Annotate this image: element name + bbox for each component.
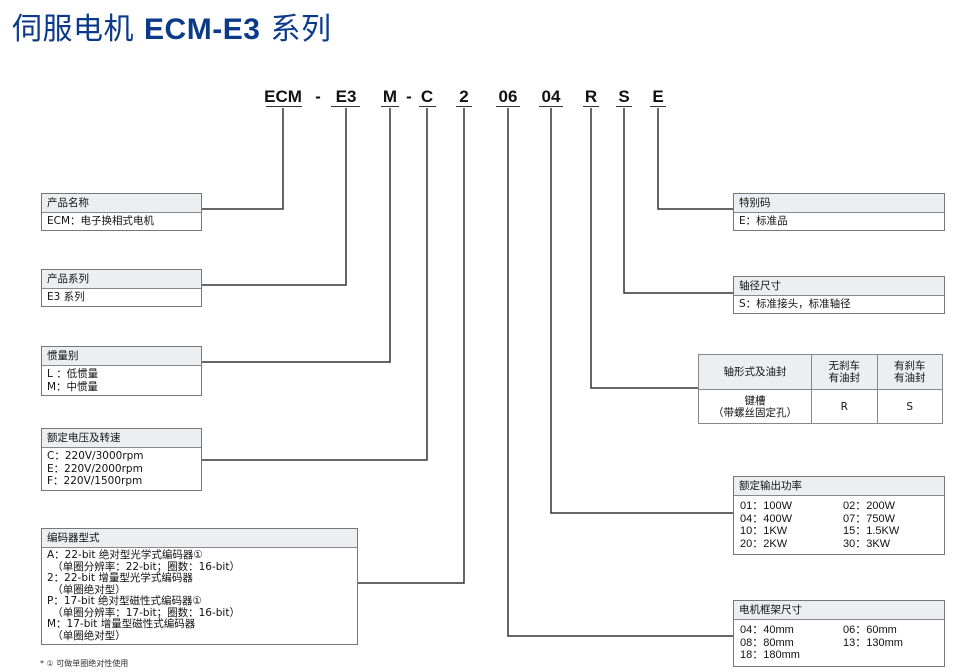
title-model: ECM-E3 <box>144 13 261 46</box>
box-product-name-header: 产品名称 <box>42 194 201 213</box>
power-item: 04：400W <box>740 512 792 525</box>
connector-voltage <box>200 108 428 461</box>
code-dash-2: - <box>406 87 412 106</box>
box-special-code: 特别码 E：标准品 <box>733 193 945 231</box>
title-cn: 伺服电机 <box>12 12 134 47</box>
underline-ecm <box>266 106 302 107</box>
code-r: R <box>584 87 598 106</box>
frame-item: 18：180mm <box>740 649 800 661</box>
code-e: E <box>652 87 664 106</box>
underline-c <box>419 106 436 107</box>
connector-power <box>550 108 733 514</box>
underline-06 <box>496 106 520 107</box>
table-header-no-brake: 无刹车 有油封 <box>811 354 878 390</box>
underline-04 <box>539 106 563 107</box>
box-encoder-type: 编码器型式 A：22-bit 绝对型光学式编码器① （单圈分辨率：22-bit；… <box>41 528 358 645</box>
frame-item: 13：130mm <box>843 636 903 649</box>
box-product-series: 产品系列 E3 系列 <box>41 269 202 307</box>
box-voltage-speed-header: 额定电压及转速 <box>42 429 201 448</box>
connector-series <box>200 108 347 286</box>
underline-2 <box>456 106 472 107</box>
code-2: 2 <box>459 87 469 106</box>
underline-m <box>381 106 399 107</box>
table-header-type: 轴形式及油封 <box>698 354 812 390</box>
box-inertia-header: 惯量别 <box>42 347 201 366</box>
box-product-name-body: ECM：电子换相式电机 <box>47 215 155 227</box>
code-06: 06 <box>498 87 518 106</box>
power-item: 02：200W <box>843 500 895 512</box>
power-item: 20：2KW <box>740 537 788 550</box>
box-product-series-header: 产品系列 <box>42 270 201 289</box>
table-value-r: R <box>811 389 878 424</box>
table-header-brake: 有刹车 有油封 <box>876 354 943 390</box>
frame-item: 06：60mm <box>843 624 897 636</box>
box-encoder-type-body: A：22-bit 绝对型光学式编码器① （单圈分辨率：22-bit；圈数：16-… <box>47 549 240 642</box>
title-suffix: 系列 <box>270 12 332 47</box>
box-frame-size-header: 电机框架尺寸 <box>734 601 944 620</box>
code-e3: E3 <box>335 87 357 106</box>
box-special-code-header: 特别码 <box>734 194 944 213</box>
box-shaft-size-body: S：标准接头，标准轴径 <box>739 298 851 310</box>
box-inertia: 惯量别 L ：低惯量 M：中惯量 <box>41 346 202 396</box>
code-c: C <box>420 87 434 106</box>
power-item: 30：3KW <box>843 537 891 550</box>
box-rated-power: 额定输出功率 01：100W 02：200W 04：400W 07：750W 1… <box>733 476 945 555</box>
connector-inertia <box>200 108 391 363</box>
box-inertia-body: L ：低惯量 M：中惯量 <box>47 368 99 393</box>
box-encoder-type-header: 编码器型式 <box>42 529 357 548</box>
code-m: M <box>382 87 398 106</box>
frame-item: 08：80mm <box>740 636 794 649</box>
power-item: 10：1KW <box>740 525 788 537</box>
connector-encoder <box>356 108 465 584</box>
connector-shaft <box>623 108 733 294</box>
code-04: 04 <box>541 87 561 106</box>
connector-frame <box>507 108 733 637</box>
frame-item: 04：40mm <box>740 624 794 636</box>
table-row-keyway: 键槽 （带螺丝固定孔） <box>698 389 812 424</box>
shaft-type-table: 轴形式及油封 无刹车 有油封 有刹车 有油封 键槽 （带螺丝固定孔） R S <box>698 354 943 424</box>
code-ecm: ECM <box>264 87 302 106</box>
power-list: 01：100W 02：200W 04：400W 07：750W 10：1KW 1… <box>734 496 944 554</box>
box-voltage-speed: 额定电压及转速 C：220V/3000rpm E：220V/2000rpm F：… <box>41 428 202 491</box>
power-item: 01：100W <box>740 500 792 512</box>
table-value-s: S <box>876 389 943 424</box>
box-product-series-body: E3 系列 <box>47 291 85 303</box>
box-shaft-size: 轴径尺寸 S：标准接头，标准轴径 <box>733 276 945 314</box>
underline-e3 <box>331 106 360 107</box>
connector-special <box>657 108 733 210</box>
box-rated-power-header: 额定输出功率 <box>734 477 944 496</box>
code-s: S <box>618 87 630 106</box>
box-voltage-speed-body: C：220V/3000rpm E：220V/2000rpm F：220V/150… <box>47 450 144 487</box>
underline-e <box>650 106 666 107</box>
box-special-code-body: E：标准品 <box>739 215 788 227</box>
underline-r <box>583 106 599 107</box>
footnote: * ① 可做单圈绝对性使用 <box>40 659 129 668</box>
frame-item <box>843 649 938 662</box>
power-item: 07：750W <box>843 512 895 525</box>
power-item: 15：1.5KW <box>843 525 900 537</box>
connector-shaft-type <box>590 108 698 389</box>
underline-s <box>616 106 632 107</box>
code-dash-1: - <box>315 87 321 106</box>
box-product-name: 产品名称 ECM：电子换相式电机 <box>41 193 202 231</box>
box-frame-size: 电机框架尺寸 04：40mm 06：60mm 08：80mm 13：130mm … <box>733 600 945 667</box>
page-title: 伺服电机 ECM-E3 系列 <box>12 4 331 48</box>
frame-list: 04：40mm 06：60mm 08：80mm 13：130mm 18：180m… <box>734 620 944 666</box>
box-shaft-size-header: 轴径尺寸 <box>734 277 944 296</box>
connector-name <box>200 108 284 210</box>
